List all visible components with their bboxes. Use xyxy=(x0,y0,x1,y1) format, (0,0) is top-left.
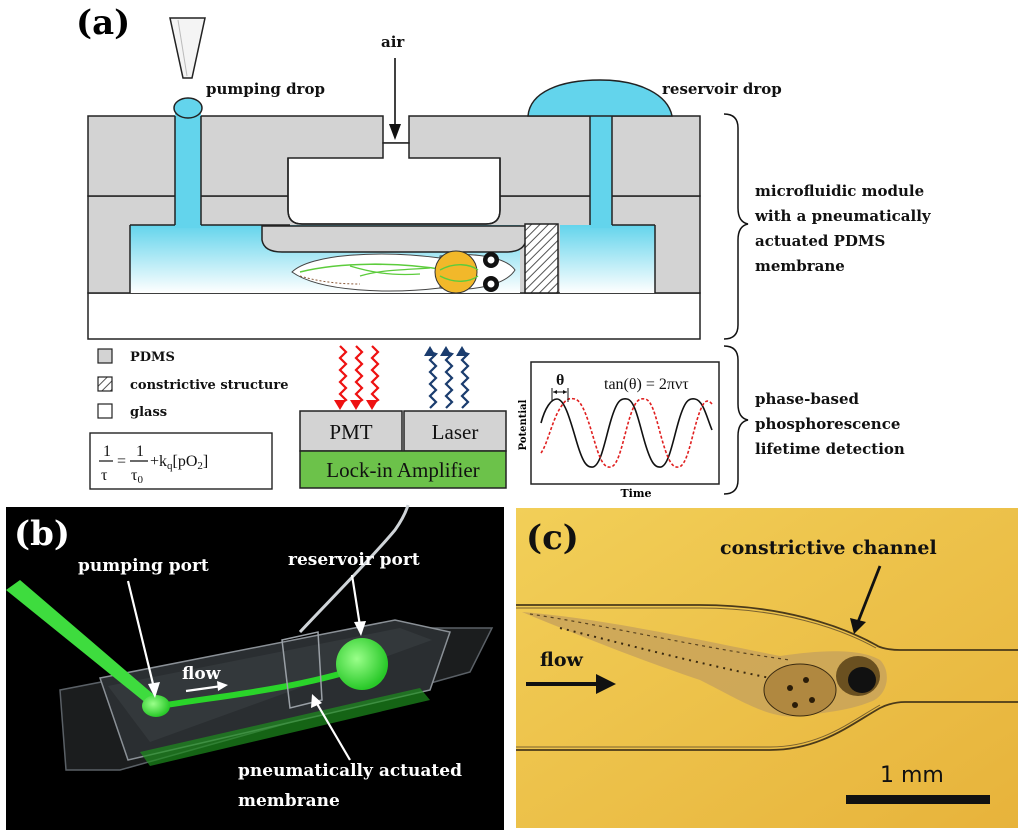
flow-label-b: flow xyxy=(182,664,221,684)
module-desc-line-2: with a pneumatically xyxy=(754,207,932,225)
constrictive-channel-walls xyxy=(516,604,1018,751)
pumping-port-label: pumping port xyxy=(78,556,209,576)
pumping-inlet-channel xyxy=(175,108,201,228)
pmt-box xyxy=(299,410,403,452)
pumping-drop-label: pumping drop xyxy=(206,80,325,98)
legend-glass: glass xyxy=(130,405,167,420)
laser-box xyxy=(403,410,507,452)
svg-text:1: 1 xyxy=(136,443,144,460)
air-label: air xyxy=(381,33,405,51)
excitation-arrows-icon xyxy=(428,350,471,409)
flow-label-c: flow xyxy=(540,649,583,671)
amplifier-box xyxy=(299,450,507,489)
graph-xlabel: Time xyxy=(620,487,651,500)
panel-c-label: (c) xyxy=(526,518,579,558)
phase-graph: θ tan(θ) = 2πντ Potential Time xyxy=(518,361,720,500)
graph-ylabel: Potential xyxy=(518,399,529,450)
pdms-membrane xyxy=(261,225,527,253)
panel-b-label: (b) xyxy=(14,514,70,554)
membrane-label-line-1: pneumatically actuated xyxy=(238,761,462,781)
green-channel xyxy=(159,665,361,709)
air-arrow-icon xyxy=(389,58,401,140)
green-pipette xyxy=(6,580,160,708)
membrane-label-line-2: membrane xyxy=(238,791,340,811)
laser-label: Laser xyxy=(432,420,479,444)
channel-pointer-arrow-icon xyxy=(850,565,882,634)
pipette-tip-icon xyxy=(169,17,206,79)
detection-desc-line-3: lifetime detection xyxy=(755,440,905,458)
module-desc-line-3: actuated PDMS xyxy=(755,232,885,250)
svg-text:τ: τ xyxy=(101,467,108,484)
photo-b-arrows-icon xyxy=(126,574,366,761)
glass-layer xyxy=(87,292,701,340)
module-desc-line-4: membrane xyxy=(755,257,845,275)
svg-text:=: = xyxy=(117,453,126,470)
reservoir-drop xyxy=(527,79,673,117)
svg-text:1: 1 xyxy=(103,443,111,460)
constrictive-structure xyxy=(524,223,559,294)
constrictive-channel-label: constrictive channel xyxy=(720,537,937,559)
module-brace xyxy=(723,113,749,340)
pumping-port-drop xyxy=(142,695,170,717)
detection-desc-line-1: phase-based xyxy=(755,390,860,408)
scale-bar xyxy=(846,795,990,804)
reservoir-port-label: reservoir port xyxy=(288,550,420,570)
panel-b-photo xyxy=(6,504,504,830)
panel-a-label: (a) xyxy=(76,3,130,43)
legend-constrictive: constrictive structure xyxy=(130,378,288,393)
reservoir-inlet-channel xyxy=(590,112,612,228)
emission-arrows-icon xyxy=(338,345,380,405)
phase-equation: tan(θ) = 2πντ xyxy=(604,376,689,393)
scale-bar-label: 1 mm xyxy=(880,763,944,788)
module-desc-line-1: microfluidic module xyxy=(755,182,924,200)
legend: PDMS constrictive structure glass xyxy=(97,348,288,420)
reservoir-drop-label: reservoir drop xyxy=(662,80,782,98)
lifetime-equation: 1 τ = 1 τ0 +kq[pO2] xyxy=(89,432,273,490)
svg-text:+kq[pO2]: +kq[pO2] xyxy=(150,453,208,472)
flow-arrow-c-icon xyxy=(526,674,616,694)
larva-eye xyxy=(848,667,876,693)
detection-brace xyxy=(723,345,749,495)
reservoir-port-drop xyxy=(336,638,388,690)
zebrafish-larva xyxy=(522,612,887,717)
larva-icon xyxy=(291,250,516,294)
pmt-label: PMT xyxy=(329,420,372,444)
theta-label: θ xyxy=(556,372,564,389)
amplifier-label: Lock-in Amplifier xyxy=(326,458,479,482)
legend-pdms: PDMS xyxy=(130,350,175,365)
detection-desc-line-2: phosphorescence xyxy=(755,415,900,433)
excitation-wave xyxy=(540,397,713,468)
